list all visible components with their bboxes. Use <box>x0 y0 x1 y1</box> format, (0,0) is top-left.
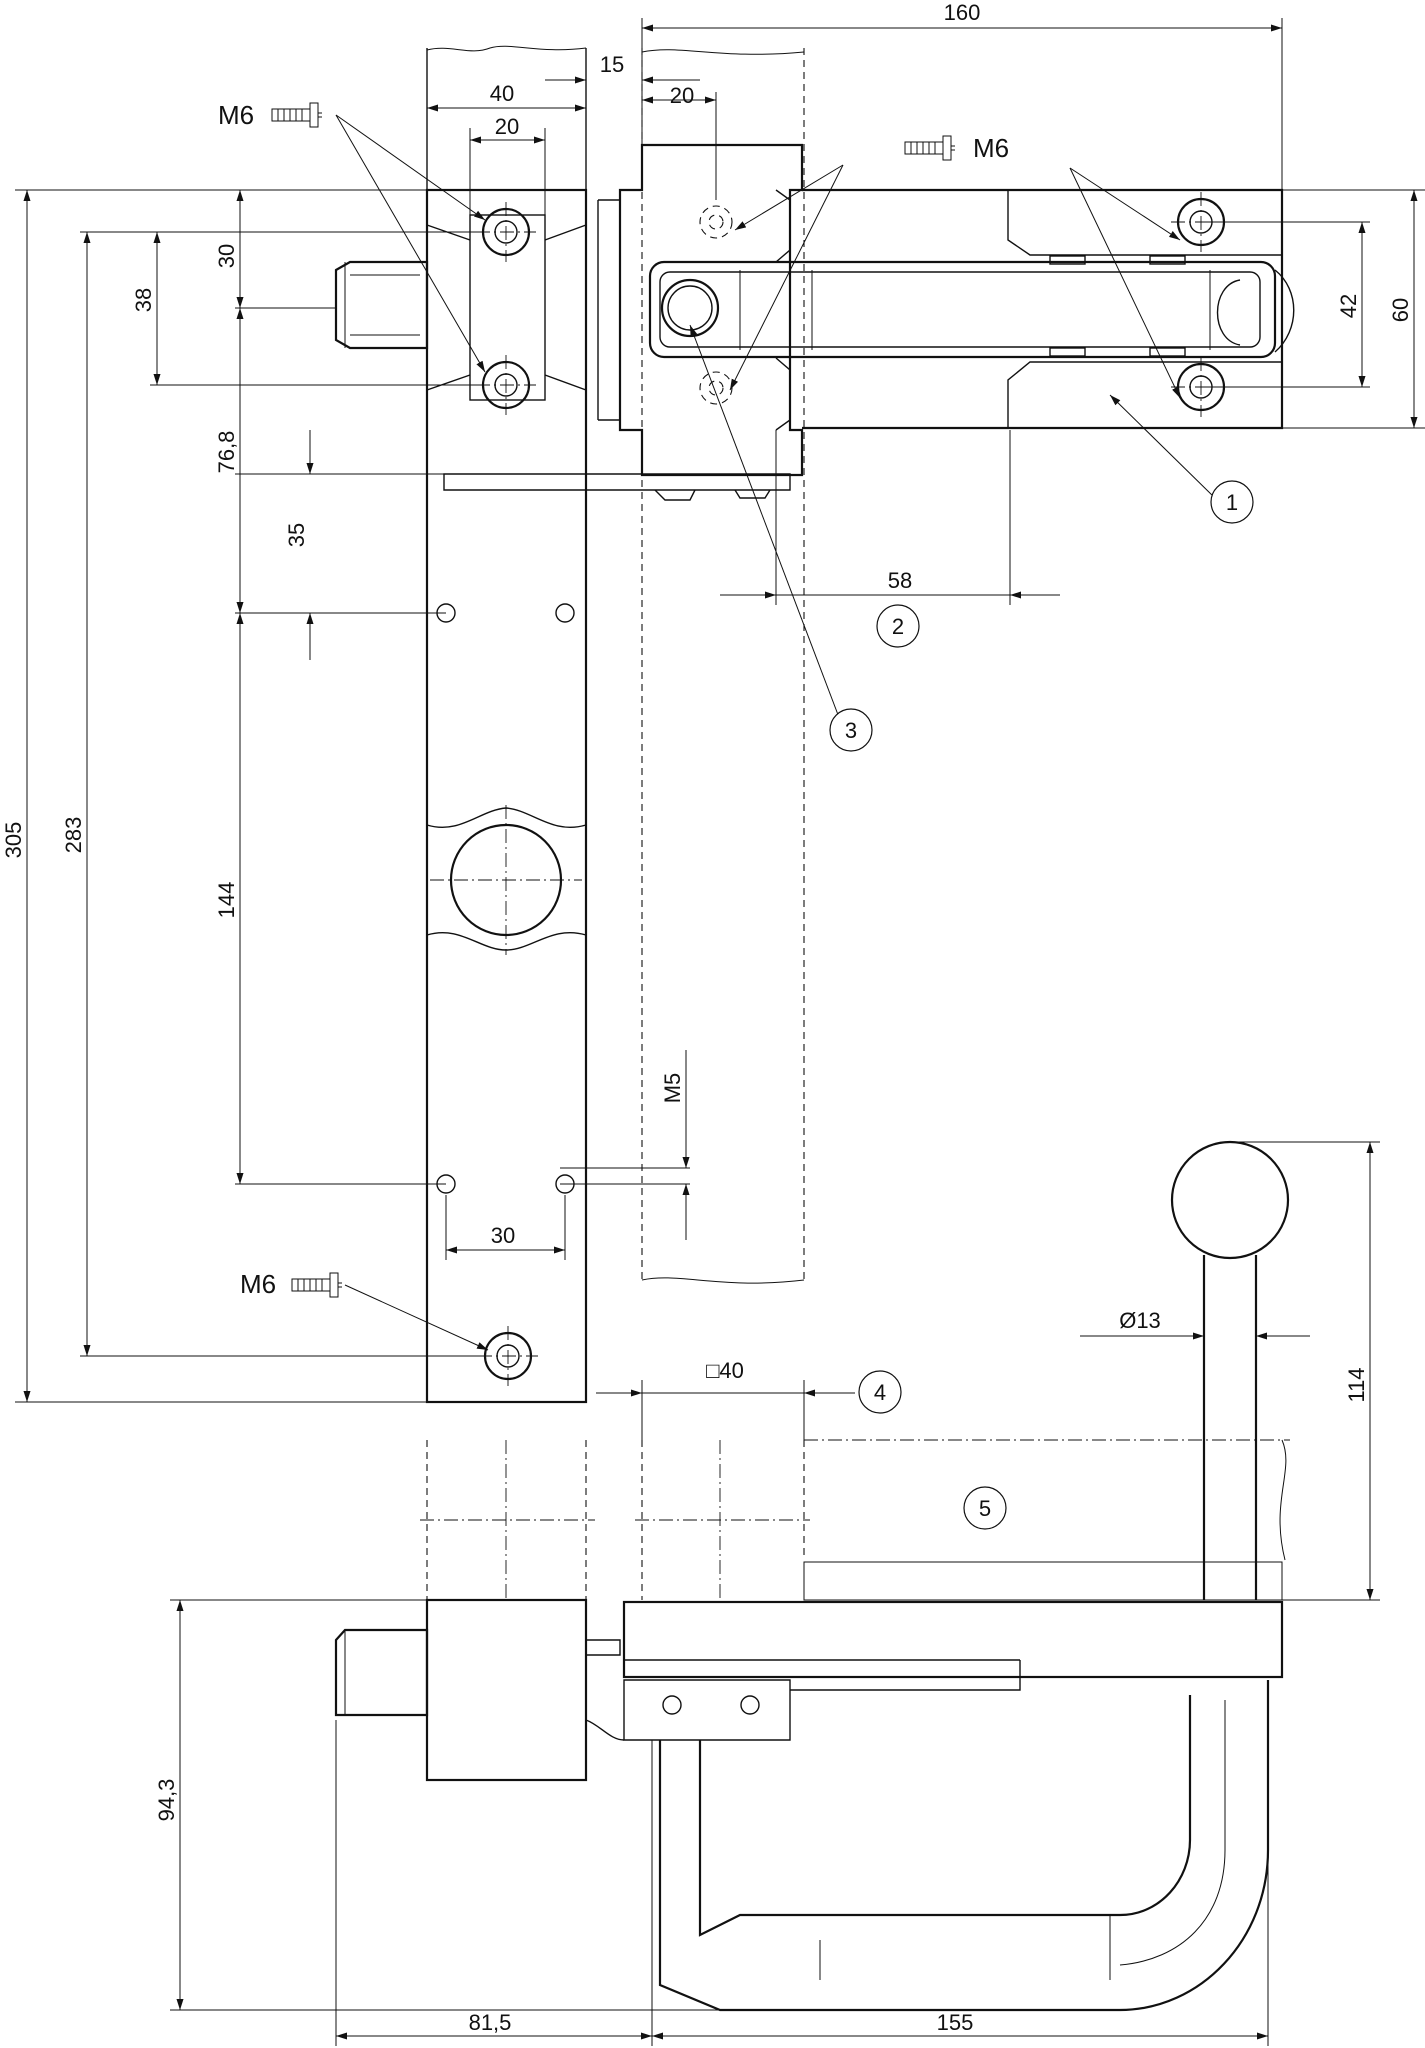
bolt-head <box>660 278 720 338</box>
dimension-lines <box>15 18 1425 2046</box>
dim-283: 283 <box>61 817 86 854</box>
dim-144: 144 <box>214 882 239 919</box>
screw-labels: M6 M6 M6 <box>218 100 1009 1299</box>
dim-20-left: 20 <box>495 114 519 139</box>
dim-15: 15 <box>600 52 624 77</box>
central-hub <box>618 143 804 477</box>
side-arm <box>622 1600 1284 1679</box>
callout-3: 3 <box>845 718 857 743</box>
dim-30-horizontal: 30 <box>491 1223 515 1248</box>
callout-bubble <box>829 708 873 752</box>
dim-94-3: 94,3 <box>154 1779 179 1822</box>
mounting-hole <box>474 353 538 417</box>
callout-bubble <box>858 1370 902 1414</box>
u-handle <box>658 1680 1270 2012</box>
dim-81-5: 81,5 <box>469 2010 512 2035</box>
callout-bubble <box>876 604 920 648</box>
dim-35: 35 <box>284 523 309 547</box>
square-shaft-side <box>334 1628 429 1717</box>
dim-20-right: 20 <box>670 83 694 108</box>
dim-76-8: 76,8 <box>214 431 239 474</box>
side-view <box>334 1140 1290 2012</box>
m6-label: M6 <box>240 1269 276 1299</box>
dim-diameter-13: Ø13 <box>1119 1308 1161 1333</box>
m6-label: M6 <box>973 133 1009 163</box>
m6-screw-icon <box>291 1272 343 1298</box>
callout-5: 5 <box>979 1496 991 1521</box>
callout-bubble <box>963 1486 1007 1530</box>
callout-2: 2 <box>892 614 904 639</box>
vertical-plate <box>425 188 588 1404</box>
dim-160: 160 <box>944 0 981 25</box>
callout-bubble <box>1210 480 1254 524</box>
top-view <box>334 45 1295 1404</box>
dim-114: 114 <box>1344 1367 1369 1402</box>
square-shaft-stub <box>334 260 429 350</box>
dim-60: 60 <box>1388 298 1413 322</box>
handle-knob <box>1170 1140 1290 1260</box>
floor-section <box>803 1561 1283 1601</box>
dim-38: 38 <box>131 288 156 312</box>
m6-screw-icon <box>271 102 323 128</box>
post-phantom-outline <box>641 48 805 1282</box>
mounting-hole <box>474 200 538 264</box>
callout-4: 4 <box>874 1380 886 1405</box>
m6-screw-icon <box>904 135 956 161</box>
dim-40: 40 <box>490 81 514 106</box>
callouts: 1 2 3 4 5 <box>829 480 1254 1530</box>
bolt-slot <box>648 260 1277 359</box>
right-arm <box>802 188 1284 430</box>
callout-1: 1 <box>1226 490 1238 515</box>
mounting-hole-bottom <box>476 1324 540 1388</box>
dim-42: 42 <box>1336 294 1361 318</box>
dim-58: 58 <box>888 568 912 593</box>
dim-305: 305 <box>1 822 26 859</box>
dim-30-vertical: 30 <box>214 244 239 268</box>
dim-m5: M5 <box>660 1073 685 1104</box>
dim-square-40: □40 <box>706 1358 744 1383</box>
m6-label: M6 <box>218 100 254 130</box>
dim-155: 155 <box>937 2010 974 2035</box>
